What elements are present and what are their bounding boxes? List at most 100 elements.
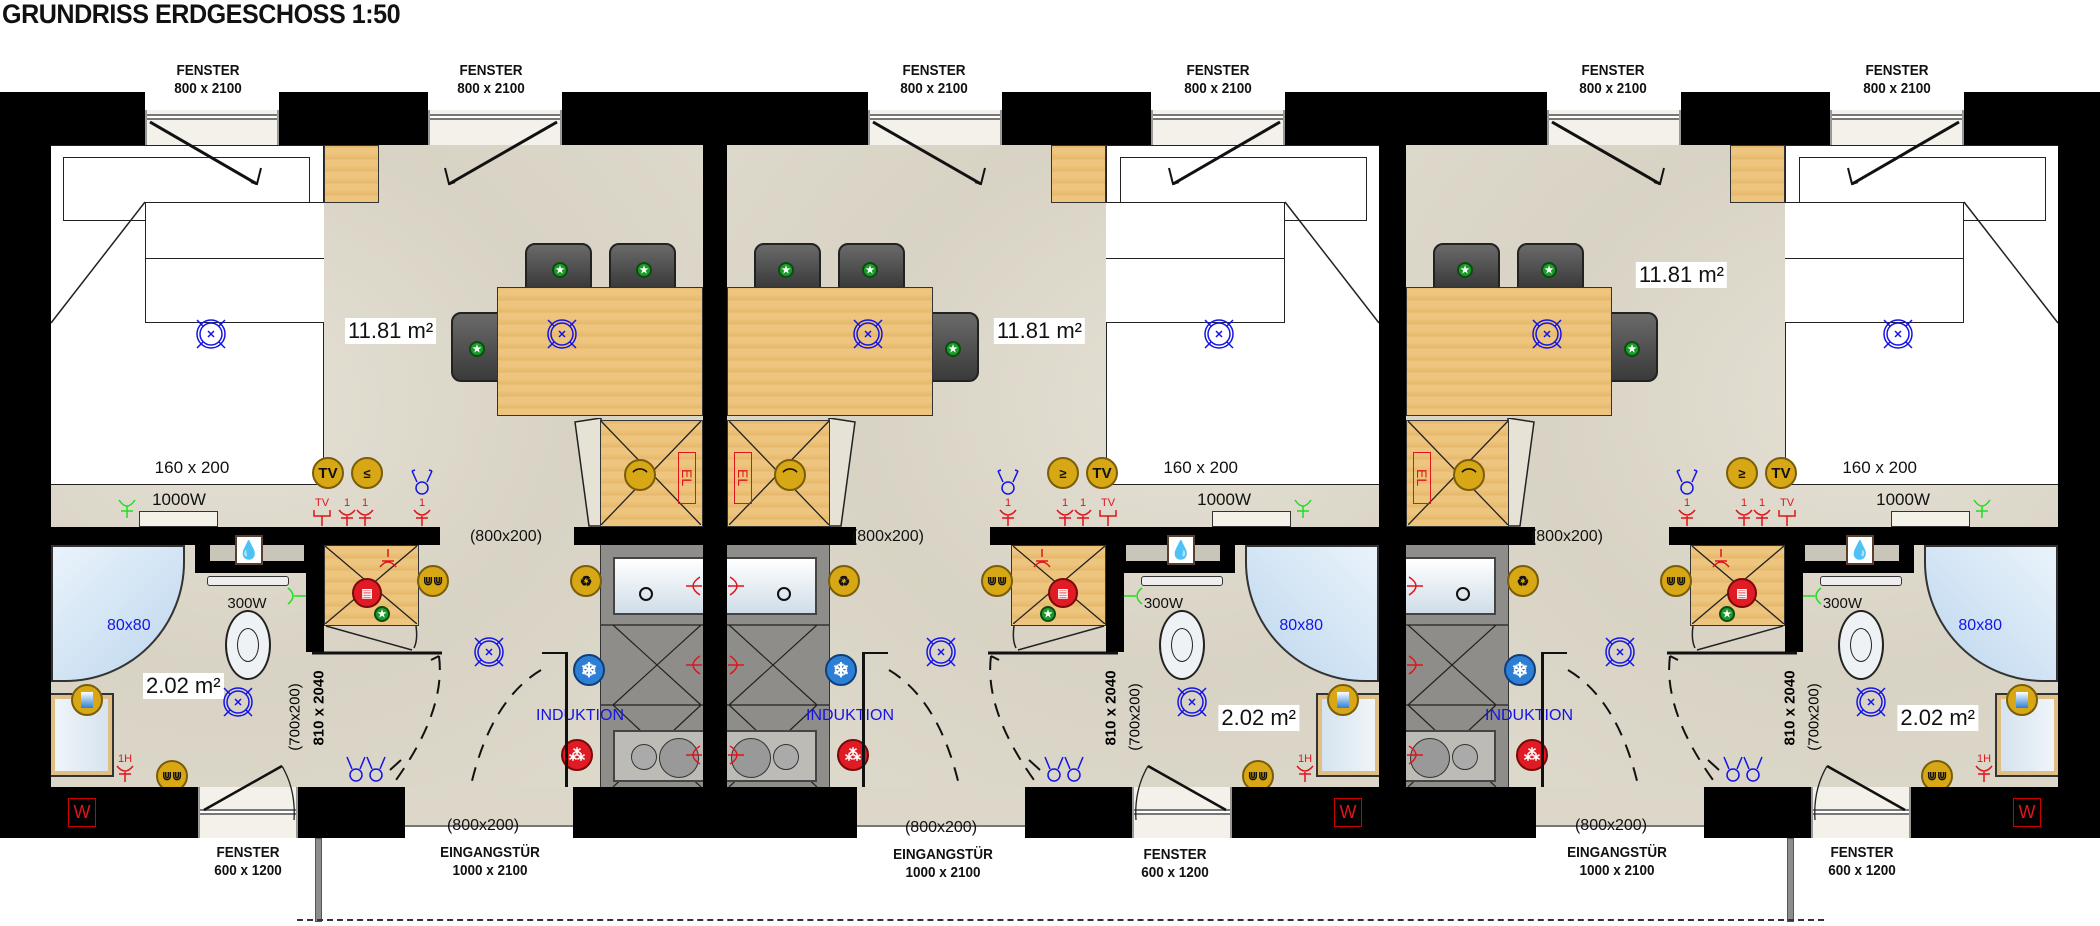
swing-lines bbox=[1551, 120, 2058, 324]
tv-socket-icon: TV bbox=[312, 498, 332, 526]
room-area-label: 11.81 m² bbox=[993, 318, 1085, 344]
socket-icon bbox=[1711, 549, 1731, 571]
socket-1h-icon: 1H bbox=[115, 754, 135, 782]
ceiling-light-icon bbox=[853, 319, 883, 349]
bath-heater-outlet-icon bbox=[1803, 586, 1825, 606]
data-outlet-icon bbox=[346, 756, 386, 782]
dining-table bbox=[497, 287, 703, 416]
socket-icon: 1 bbox=[337, 498, 357, 526]
inner-opening-label: (800x200) bbox=[469, 528, 543, 545]
ceiling-light-icon bbox=[223, 687, 253, 717]
radiator-icon: ⋓⋓ bbox=[1660, 565, 1692, 597]
ceiling-light-icon bbox=[1204, 319, 1234, 349]
electric-panel-label: EL bbox=[734, 452, 752, 504]
fridge-snowflake-icon: ❄ bbox=[825, 654, 857, 686]
antenna-icon: ≤ bbox=[1047, 457, 1079, 489]
wc-cistern bbox=[1141, 576, 1223, 586]
interior-wall bbox=[727, 527, 856, 545]
party-wall-2 bbox=[1379, 92, 1406, 838]
water-meter-label: W bbox=[1334, 798, 1362, 827]
entrance-opening-3: (800x200) bbox=[1574, 817, 1648, 834]
window-swing bbox=[1814, 764, 1906, 820]
socket-icon: 1 bbox=[1055, 497, 1075, 526]
kitchen-partition bbox=[862, 652, 888, 654]
phone-outlet-icon bbox=[997, 469, 1019, 495]
bed-size-label: 160 x 200 bbox=[154, 458, 230, 477]
socket-label: 1 bbox=[343, 497, 351, 509]
tv-socket-icon: TV bbox=[1098, 497, 1118, 526]
water-heater-icon: 💧 bbox=[235, 535, 263, 565]
kitchen-socket-icon bbox=[1407, 575, 1429, 597]
bath-opening-label: (700x200) bbox=[286, 683, 304, 751]
radiator-power-label: 1000W bbox=[1197, 490, 1251, 509]
socket-icon: 1 bbox=[1734, 497, 1754, 526]
post-2 bbox=[1787, 838, 1794, 922]
dining-table bbox=[727, 287, 933, 416]
induction-cooktop bbox=[613, 730, 703, 782]
wc-cistern bbox=[207, 576, 289, 586]
ceiling-light-icon bbox=[1532, 319, 1562, 349]
bathroom-area-label: 2.02 m² bbox=[1218, 705, 1299, 731]
mirror-cabinet-icon bbox=[71, 684, 103, 716]
entrance-door-opening[interactable] bbox=[405, 787, 573, 827]
toilet bbox=[1838, 610, 1884, 680]
bath-door-size-label: 810 x 2040 bbox=[1781, 670, 1799, 746]
kitchen-socket-icon bbox=[1407, 654, 1429, 676]
wc-heater-label: 300W bbox=[1822, 595, 1862, 612]
kitchen-door-swing bbox=[470, 669, 542, 786]
kitchen-socket-icon bbox=[728, 744, 750, 766]
socket-label: 1 bbox=[1683, 497, 1691, 509]
apartment-unit-3: ★ ★ ★ 11.81 m² ⌒ EL 160 x 200 TV ≤ 1000W… bbox=[1405, 0, 2058, 926]
tv-socket-icon: TV bbox=[1777, 497, 1797, 526]
ceiling-light-icon bbox=[1605, 637, 1635, 667]
interior-wall bbox=[1406, 527, 1535, 545]
radiator bbox=[1891, 511, 1970, 527]
induction-label: INDUKTION bbox=[536, 707, 624, 724]
room-area-label: 11.81 m² bbox=[1635, 262, 1727, 288]
hanger-icon: ⌒ bbox=[774, 459, 806, 491]
socket-icon bbox=[378, 549, 398, 571]
socket-1h-icon: 1H bbox=[1974, 753, 1994, 782]
recycling-bin-icon: ♻ bbox=[570, 565, 602, 597]
bath-opening-label: (700x200) bbox=[1126, 683, 1144, 751]
boiler-icon: ▤ bbox=[1727, 578, 1757, 608]
socket-icon bbox=[1032, 549, 1052, 571]
party-wall-1 bbox=[703, 92, 727, 838]
bed-size-label: 160 x 200 bbox=[1842, 458, 1917, 477]
socket-icon: 1 bbox=[355, 498, 375, 526]
tv-socket-label: TV bbox=[314, 497, 330, 509]
bed-size-label: 160 x 200 bbox=[1163, 458, 1238, 477]
ceiling-light-icon bbox=[926, 637, 956, 667]
chair: ★ bbox=[525, 243, 592, 289]
chair: ★ bbox=[754, 243, 821, 289]
ceiling-light-icon bbox=[196, 319, 226, 349]
window-swing bbox=[1135, 764, 1227, 820]
tv-outlet-icon: TV bbox=[312, 457, 344, 489]
ceiling-light-icon bbox=[1883, 319, 1913, 349]
radiator bbox=[139, 511, 218, 527]
chair: ★ bbox=[609, 243, 676, 289]
kitchen-partition bbox=[542, 652, 568, 654]
tv-socket-label: TV bbox=[1779, 497, 1795, 509]
kitchen-socket-icon bbox=[1407, 744, 1429, 766]
toilet bbox=[225, 610, 271, 680]
antenna-icon: ≤ bbox=[351, 457, 383, 489]
outer-wall-left bbox=[0, 92, 51, 838]
bath-opening-label: (700x200) bbox=[1805, 683, 1823, 751]
socket-1h-label: 1H bbox=[1976, 753, 1992, 765]
bottom-wall bbox=[1406, 787, 1536, 838]
shower-size-label: 80x80 bbox=[1279, 617, 1323, 634]
data-outlet-icon bbox=[1723, 756, 1763, 782]
interior-wall bbox=[574, 527, 703, 545]
wc-heater-label: 300W bbox=[1143, 595, 1183, 612]
electric-panel-label: EL bbox=[1413, 452, 1431, 504]
ceiling-light-icon bbox=[547, 319, 577, 349]
room-area-label: 11.81 m² bbox=[345, 318, 437, 344]
antenna-icon: ≤ bbox=[1726, 457, 1758, 489]
bottom-wall bbox=[573, 787, 703, 838]
socket-1h-label: 1H bbox=[1297, 753, 1313, 765]
ceiling-light-icon bbox=[1856, 687, 1886, 717]
